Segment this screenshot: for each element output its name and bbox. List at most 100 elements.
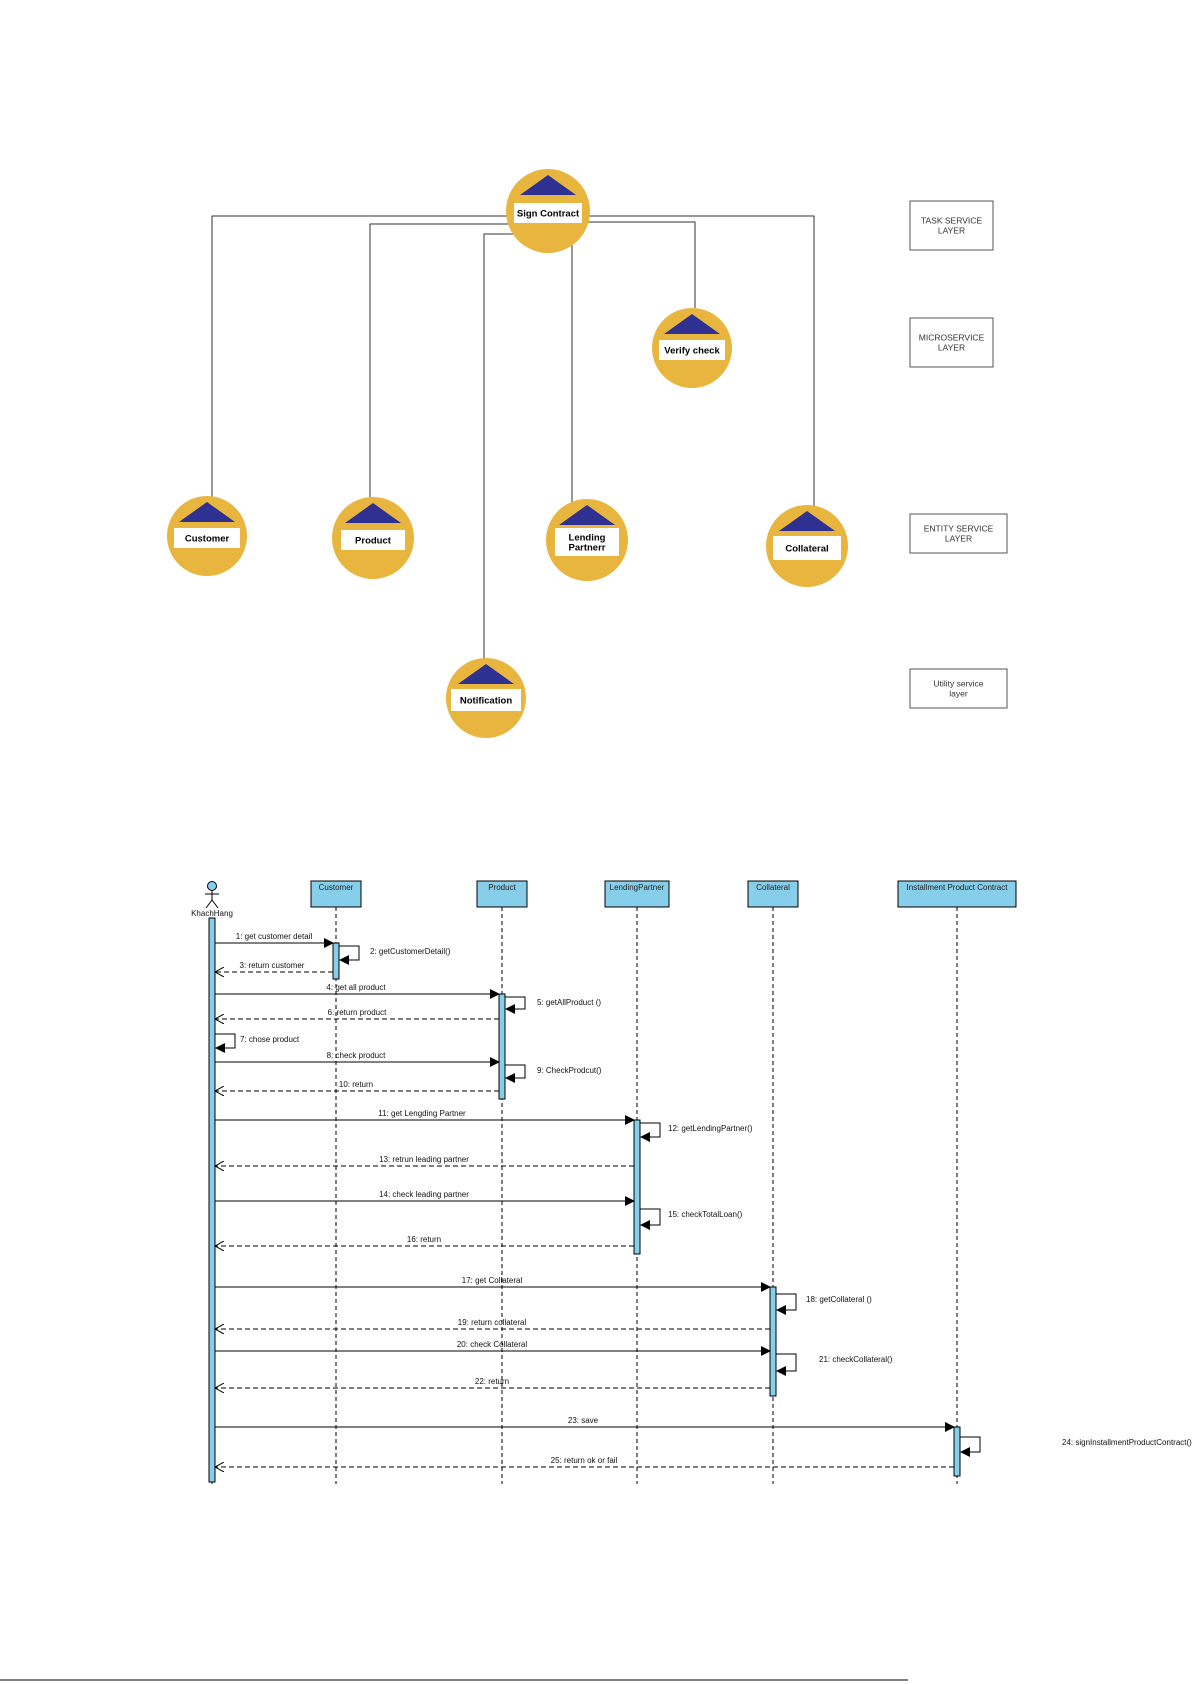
product-label-box <box>341 530 405 550</box>
connector-notification <box>483 233 548 660</box>
actor-head <box>207 881 217 891</box>
message-label: 18: getCollateral () <box>806 1295 872 1304</box>
customer-triangle-icon <box>179 502 235 522</box>
collateral-label: Collateral <box>785 544 828 555</box>
lifeline-header-box <box>476 880 528 908</box>
microservice-box <box>909 317 994 368</box>
lifeline-collateral[interactable]: Collateral <box>747 880 799 1484</box>
lifeline-header-box <box>897 880 1017 908</box>
entity-service-box <box>909 513 1008 554</box>
message-25[interactable]: 25: return ok or fail <box>215 1456 954 1467</box>
verify-check-label: Verify check <box>664 346 720 357</box>
entity-service-label: LAYER <box>945 534 972 544</box>
self-call-arrow <box>776 1293 797 1315</box>
message-label: 17: get Collateral <box>462 1276 523 1285</box>
message-label: 2: getCustomerDetail() <box>370 947 451 956</box>
message-14[interactable]: 14: check leading partner <box>215 1190 635 1206</box>
activation-bar-6 <box>953 1426 961 1477</box>
sequence-messages: 1: get customer detail 2: getCustomerDeta… <box>215 932 1192 1467</box>
lifeline-customer[interactable]: Customer <box>310 880 362 1484</box>
task-service-label: TASK SERVICE <box>921 216 982 226</box>
message-20[interactable]: 20: check Collateral <box>215 1340 771 1356</box>
actor-name: KhachHang <box>191 909 233 918</box>
lending-partner-label: Partnerr <box>569 543 606 554</box>
collateral-label-box <box>773 536 841 560</box>
message-4[interactable]: 4: get all product <box>215 983 500 999</box>
message-17[interactable]: 17: get Collateral <box>215 1276 771 1292</box>
message-label: 24: signInstallmentProductContract() <box>1062 1438 1192 1447</box>
lifeline-header-label: Customer <box>319 883 354 892</box>
customer-label-box <box>174 528 240 548</box>
message-22[interactable]: 22: return <box>215 1377 770 1388</box>
self-call-arrow <box>505 996 526 1014</box>
message-label: 25: return ok or fail <box>551 1456 618 1465</box>
lifeline-header-box <box>604 880 670 908</box>
utility-service-label: layer <box>949 689 968 699</box>
message-9[interactable]: 9: CheckProdcut() <box>505 1064 602 1083</box>
message-16[interactable]: 16: return <box>215 1235 634 1246</box>
task-service-box <box>909 200 994 251</box>
actor-left-leg <box>205 899 213 909</box>
self-call-arrow <box>640 1208 661 1230</box>
message-23[interactable]: 23: save <box>215 1416 955 1432</box>
lifeline-product[interactable]: Product <box>476 880 528 1484</box>
activation-bar-3 <box>498 993 506 1100</box>
notification-label-box <box>451 689 521 711</box>
customer-label: Customer <box>185 534 230 545</box>
utility-service-box <box>909 668 1008 709</box>
service-node-collateral[interactable]: Collateral <box>766 505 848 587</box>
verify-check-triangle-icon <box>664 314 720 334</box>
message-label: 12: getLendingPartner() <box>668 1124 753 1133</box>
activation-bar-1 <box>208 917 216 1483</box>
message-24[interactable]: 24: signInstallmentProductContract() <box>960 1436 1192 1457</box>
service-node-customer[interactable]: Customer <box>167 496 247 576</box>
self-call-arrow <box>505 1064 526 1083</box>
message-13[interactable]: 13: retrun leading partner <box>215 1155 634 1166</box>
message-label: 8: check product <box>327 1051 386 1060</box>
verify-check-label-box <box>659 340 725 360</box>
service-node-product[interactable]: Product <box>332 497 414 579</box>
message-label: 1: get customer detail <box>236 932 313 941</box>
message-19[interactable]: 19: return collateral <box>215 1318 770 1329</box>
task-service-label: LAYER <box>938 226 965 236</box>
message-12[interactable]: 12: getLendingPartner() <box>640 1122 753 1142</box>
lifeline-installment-product-contract[interactable]: Installment Product Contract <box>897 880 1017 1484</box>
utility-service-label: Utility service <box>933 679 983 689</box>
service-node-sign-contract[interactable]: Sign Contract <box>506 169 590 253</box>
collateral-triangle-icon <box>779 511 835 531</box>
notification-label: Notification <box>460 696 512 707</box>
message-15[interactable]: 15: checkTotalLoan() <box>640 1208 743 1230</box>
self-call-arrow <box>960 1436 981 1457</box>
message-10[interactable]: 10: return <box>215 1080 499 1091</box>
message-label: 5: getAllProduct () <box>537 998 601 1007</box>
self-call-arrow <box>640 1122 661 1142</box>
message-label: 22: return <box>475 1377 509 1386</box>
message-2[interactable]: 2: getCustomerDetail() <box>339 945 451 965</box>
message-7[interactable]: 7: chose product <box>215 1033 300 1053</box>
message-21[interactable]: 21: checkCollateral() <box>776 1353 893 1376</box>
microservice-label: LAYER <box>938 343 965 353</box>
service-node-verify-check[interactable]: Verify check <box>652 308 732 388</box>
message-label: 19: return collateral <box>458 1318 527 1327</box>
message-6[interactable]: 6: return product <box>215 1008 499 1019</box>
message-5[interactable]: 5: getAllProduct () <box>505 996 601 1014</box>
message-8[interactable]: 8: check product <box>215 1051 500 1067</box>
connector-customer <box>211 215 548 498</box>
message-11[interactable]: 11: get Lengding Partner <box>215 1109 635 1125</box>
message-label: 16: return <box>407 1235 441 1244</box>
message-18[interactable]: 18: getCollateral () <box>776 1293 872 1315</box>
service-node-notification[interactable]: Notification <box>446 658 526 738</box>
message-1[interactable]: 1: get customer detail <box>215 932 334 948</box>
lending-partner-label-box <box>555 528 619 556</box>
message-3[interactable]: 3: return customer <box>215 961 333 972</box>
product-triangle-icon <box>345 503 401 523</box>
activation-bar-5 <box>769 1286 777 1397</box>
activation-bar-2 <box>332 942 340 980</box>
